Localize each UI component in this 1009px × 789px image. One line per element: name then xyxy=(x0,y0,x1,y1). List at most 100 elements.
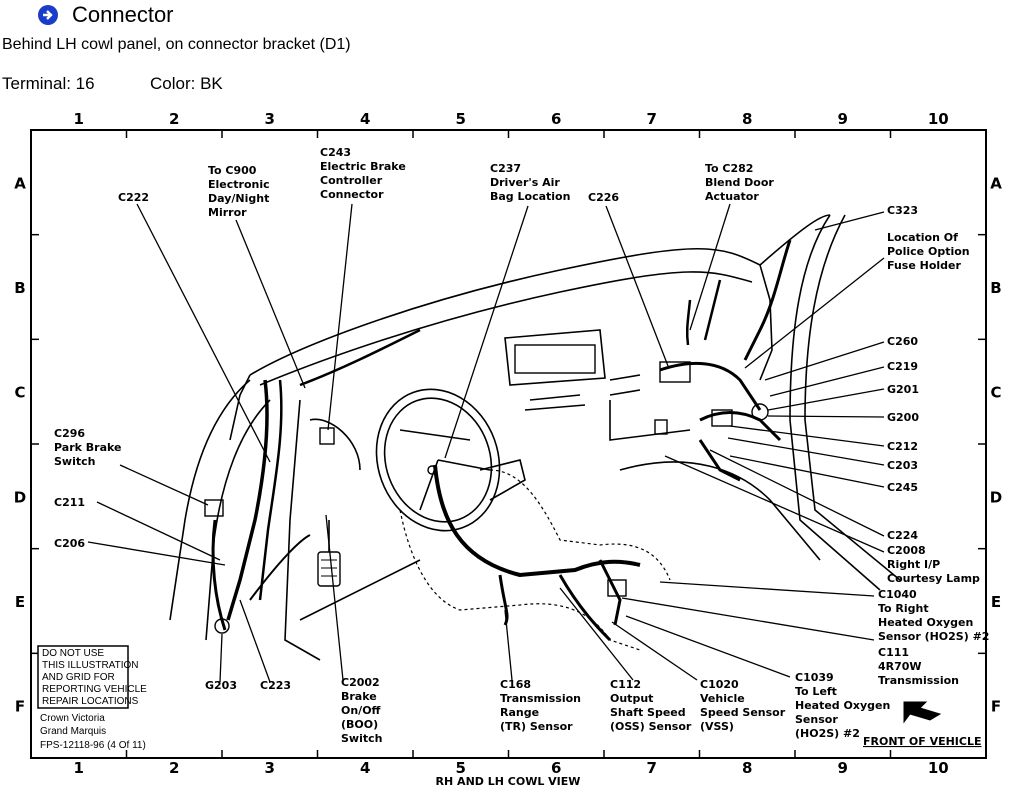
c1039-line-4: Sensor xyxy=(795,713,838,726)
c112-line-3: Shaft Speed xyxy=(610,706,686,719)
c2002-line-2: Brake xyxy=(341,690,377,703)
c1020-line-4: (VSS) xyxy=(700,720,734,733)
notice-line-2: THIS ILLUSTRATION xyxy=(42,660,139,671)
label-c211: C211 xyxy=(54,496,85,509)
c237-line-1: C237 xyxy=(490,162,521,175)
terminal-count: Terminal: 16 xyxy=(2,74,95,93)
c1020-line-2: Vehicle xyxy=(700,692,745,705)
transmission-outline xyxy=(399,469,671,651)
c237-line-2: Driver's Air xyxy=(490,176,560,189)
page-title: Connector xyxy=(72,2,174,27)
grid-col-top-5: 5 xyxy=(456,110,466,128)
c2002-line-1: C2002 xyxy=(341,676,380,689)
grid-col-top-2: 2 xyxy=(169,110,179,128)
grid-col-bottom-2: 2 xyxy=(169,759,179,777)
c168-line-4: (TR) Sensor xyxy=(500,720,573,733)
grid-col-bottom-5: 5 xyxy=(456,759,466,777)
diagram-frame xyxy=(30,129,987,759)
c111-line-2: 4R70W xyxy=(878,660,922,673)
arrow-right-icon xyxy=(38,5,58,25)
title-row: Connector xyxy=(38,2,174,28)
c168-line-1: C168 xyxy=(500,678,531,691)
c2002-line-5: Switch xyxy=(341,732,382,745)
c2002-line-4: (BOO) xyxy=(341,718,378,731)
c1040-line-2: To Right xyxy=(878,602,929,615)
label-c224: C224 xyxy=(887,529,918,542)
label-c323: C323 xyxy=(887,204,918,217)
grid-col-bottom-8: 8 xyxy=(742,759,752,777)
grid-row-left-C: C xyxy=(14,384,25,402)
label-g203: G203 xyxy=(205,679,237,692)
footer-models: Crown Victoria Grand Marquis FPS-12118-9… xyxy=(40,713,146,751)
grid-row-right-C: C xyxy=(990,384,1001,402)
label-c212: C212 xyxy=(887,440,918,453)
grid-ticks xyxy=(31,130,986,758)
leader-lines xyxy=(87,203,885,683)
grid-col-bottom-9: 9 xyxy=(838,759,848,777)
wire-color: Color: BK xyxy=(150,74,223,93)
notice-box xyxy=(37,645,129,709)
footer-fps: FPS-12118-96 (4 Of 11) xyxy=(40,740,146,751)
c296-line-1: C296 xyxy=(54,427,85,440)
grid-col-top-10: 10 xyxy=(928,110,949,128)
c237-line-3: Bag Location xyxy=(490,190,570,203)
c1020-line-3: Speed Sensor xyxy=(700,706,786,719)
police-line-1: Location Of xyxy=(887,231,958,244)
grid-col-top-7: 7 xyxy=(647,110,657,128)
grid-row-left-B: B xyxy=(14,279,25,297)
view-caption: RH AND LH COWL VIEW xyxy=(436,775,581,788)
c1020-line-1: C1020 xyxy=(700,678,739,691)
footer-model-2: Grand Marquis xyxy=(40,726,106,737)
c900-line-1: To C900 xyxy=(208,164,257,177)
grid-row-left-E: E xyxy=(15,593,25,611)
notice-line-1: DO NOT USE xyxy=(42,648,104,659)
front-of-vehicle: FRONT OF VEHICLE xyxy=(863,735,982,748)
connector-location: Behind LH cowl panel, on connector brack… xyxy=(2,36,351,53)
grid-row-right-B: B xyxy=(990,279,1001,297)
c2002-line-3: On/Off xyxy=(341,704,381,717)
c243-line-1: C243 xyxy=(320,146,351,159)
label-c206: C206 xyxy=(54,537,85,550)
grid-col-bottom-6: 6 xyxy=(551,759,561,777)
label-g200: G200 xyxy=(887,411,919,424)
grid-col-top-3: 3 xyxy=(265,110,275,128)
c2008-line-1: C2008 xyxy=(887,544,926,557)
c282-line-2: Blend Door xyxy=(705,176,774,189)
c296-line-2: Park Brake xyxy=(54,441,121,454)
c1040-line-4: Sensor (HO2S) #2 xyxy=(878,630,989,643)
notice-line-5: REPAIR LOCATIONS xyxy=(42,696,139,707)
c900-line-4: Mirror xyxy=(208,206,247,219)
grid-col-top-8: 8 xyxy=(742,110,752,128)
c2008-line-2: Right I/P xyxy=(887,558,940,571)
police-line-2: Police Option xyxy=(887,245,970,258)
c243-line-3: Controller xyxy=(320,174,383,187)
label-c203: C203 xyxy=(887,459,918,472)
label-c222: C222 xyxy=(118,191,149,204)
c1039-line-5: (HO2S) #2 xyxy=(795,727,860,740)
c1039-line-3: Heated Oxygen xyxy=(795,699,890,712)
front-arrow-icon xyxy=(903,701,942,724)
grid-row-right-D: D xyxy=(990,488,1002,506)
grid-row-right-A: A xyxy=(990,174,1002,192)
c168-line-3: Range xyxy=(500,706,539,719)
grid-row-left-A: A xyxy=(14,174,26,192)
c282-line-3: Actuator xyxy=(705,190,759,203)
c900-line-2: Electronic xyxy=(208,178,270,191)
grid-row-left-D: D xyxy=(14,488,26,506)
